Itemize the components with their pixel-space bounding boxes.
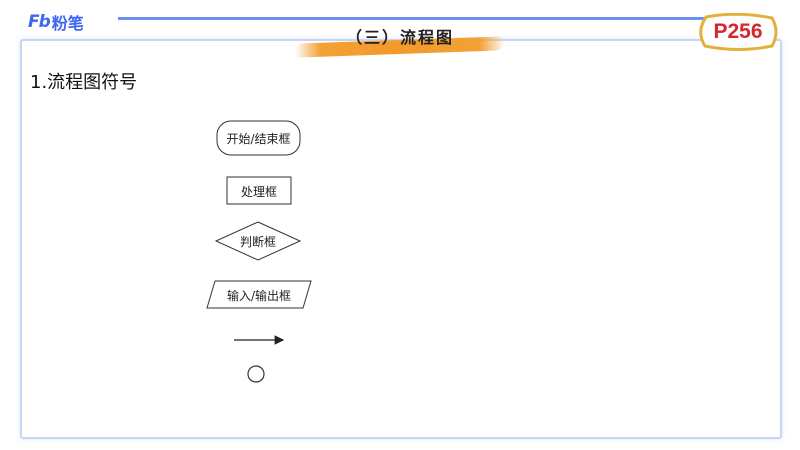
terminal-shape: [216, 120, 301, 156]
section-title: （三）流程图: [345, 28, 454, 47]
logo-text: 粉笔: [51, 14, 84, 33]
process-label: 处理框: [240, 185, 277, 199]
decision-shape: [214, 221, 302, 261]
slide-content-frame: [20, 39, 782, 439]
process-shape: [226, 176, 292, 205]
subtitle: 1.流程图符号: [30, 72, 138, 93]
page-number: P256: [713, 20, 763, 43]
page-badge: P256: [696, 13, 780, 51]
decision-label: 判断框: [239, 235, 276, 249]
terminal-label: 开始/结束框: [226, 132, 291, 146]
input-output-label: 输入/输出框: [226, 289, 292, 303]
brand-logo: Fb 粉笔: [28, 10, 84, 34]
connector-circle-icon: [247, 365, 265, 383]
logo-mark: Fb: [28, 12, 51, 32]
input-output-shape: [206, 280, 312, 309]
badge-outline-icon: [699, 13, 778, 51]
top-divider-line: [118, 17, 710, 20]
